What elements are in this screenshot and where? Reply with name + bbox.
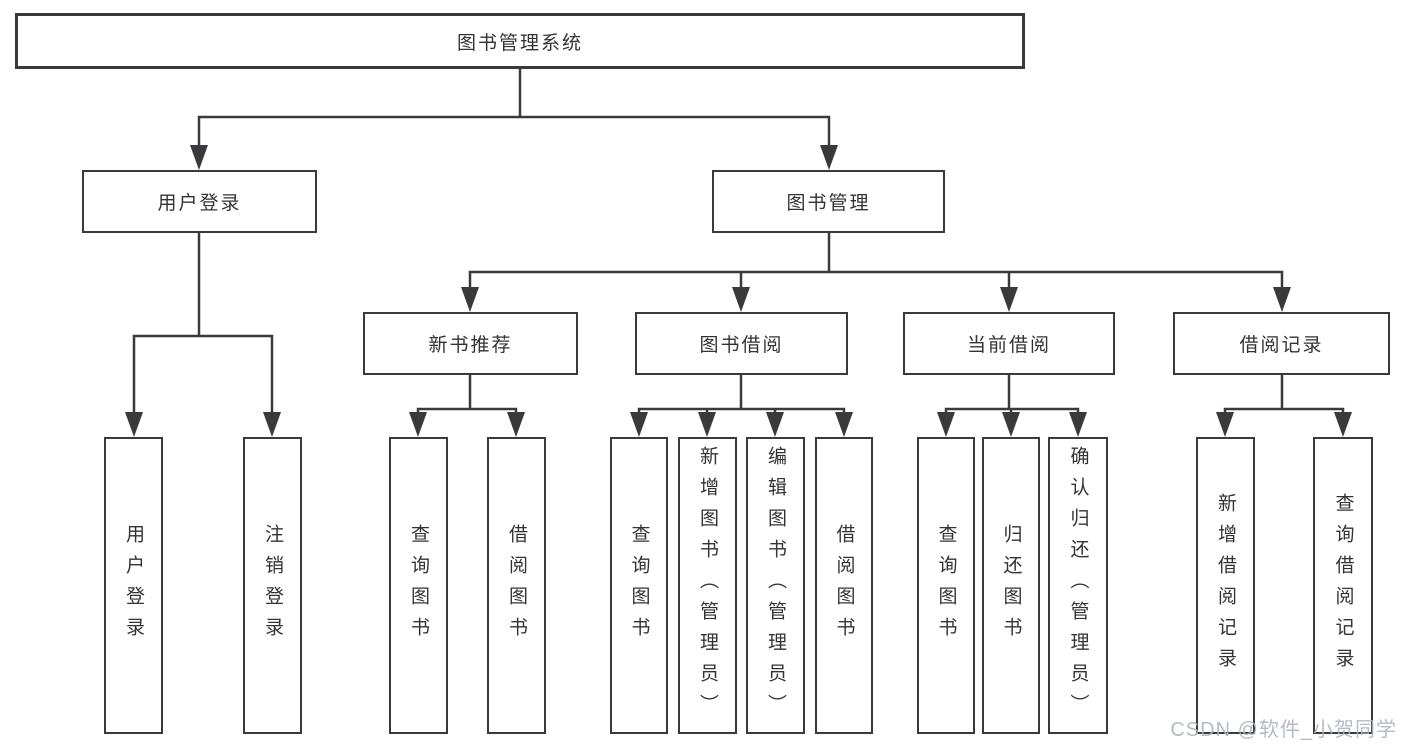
node-borrowing-records: 借阅记录 (1173, 312, 1390, 375)
node-new-book-recommendation: 新书推荐 (363, 312, 578, 375)
leaf-edit-book-admin: 编辑图书（管理员） (746, 437, 805, 734)
leaf-user-login: 用户登录 (104, 437, 163, 734)
node-library-management-system: 图书管理系统 (15, 13, 1025, 69)
node-book-borrowing: 图书借阅 (635, 312, 848, 375)
leaf-label: 查询图书 (628, 523, 650, 648)
leaf-label: 借阅图书 (506, 523, 527, 648)
node-label: 借阅记录 (1239, 335, 1324, 356)
node-label: 图书管理 (786, 193, 871, 214)
leaf-query-books: 查询图书 (610, 437, 668, 734)
leaf-label: 用户登录 (123, 523, 144, 648)
arrowheads (125, 145, 1352, 437)
node-user-login: 用户登录 (82, 170, 317, 233)
leaf-add-borrow-record: 新增借阅记录 (1196, 437, 1255, 734)
leaf-return-books: 归还图书 (982, 437, 1040, 734)
leaf-query-books: 查询图书 (389, 437, 448, 734)
watermark: CSDN @软件_小贺同学 (1170, 719, 1397, 741)
node-label: 新书推荐 (428, 335, 513, 356)
leaf-query-books: 查询图书 (917, 437, 975, 734)
node-label: 用户登录 (157, 193, 242, 214)
leaf-borrow-books: 借阅图书 (815, 437, 873, 734)
leaf-borrow-books: 借阅图书 (487, 437, 546, 734)
node-current-borrowing: 当前借阅 (903, 312, 1115, 375)
leaf-label: 注销登录 (262, 523, 283, 648)
leaf-query-borrow-record: 查询借阅记录 (1313, 437, 1373, 734)
node-label: 图书管理系统 (456, 32, 583, 54)
leaf-confirm-return-admin: 确认归还（管理员） (1048, 437, 1108, 734)
leaf-label: 编辑图书（管理员） (765, 446, 786, 725)
leaf-label: 新增借阅记录 (1215, 492, 1236, 679)
leaf-label: 查询图书 (408, 523, 429, 648)
leaf-add-book-admin: 新增图书（管理员） (678, 437, 737, 734)
leaf-label: 新增图书（管理员） (697, 446, 718, 725)
leaf-label: 借阅图书 (833, 523, 855, 648)
leaf-label: 确认归还（管理员） (1067, 446, 1089, 725)
node-book-management: 图书管理 (712, 170, 945, 233)
leaf-label: 查询图书 (935, 523, 957, 648)
node-label: 图书借阅 (699, 335, 784, 356)
leaf-label: 归还图书 (1000, 523, 1022, 648)
leaf-label: 查询借阅记录 (1332, 492, 1354, 679)
leaf-logout: 注销登录 (243, 437, 302, 734)
node-label: 当前借阅 (966, 335, 1051, 356)
